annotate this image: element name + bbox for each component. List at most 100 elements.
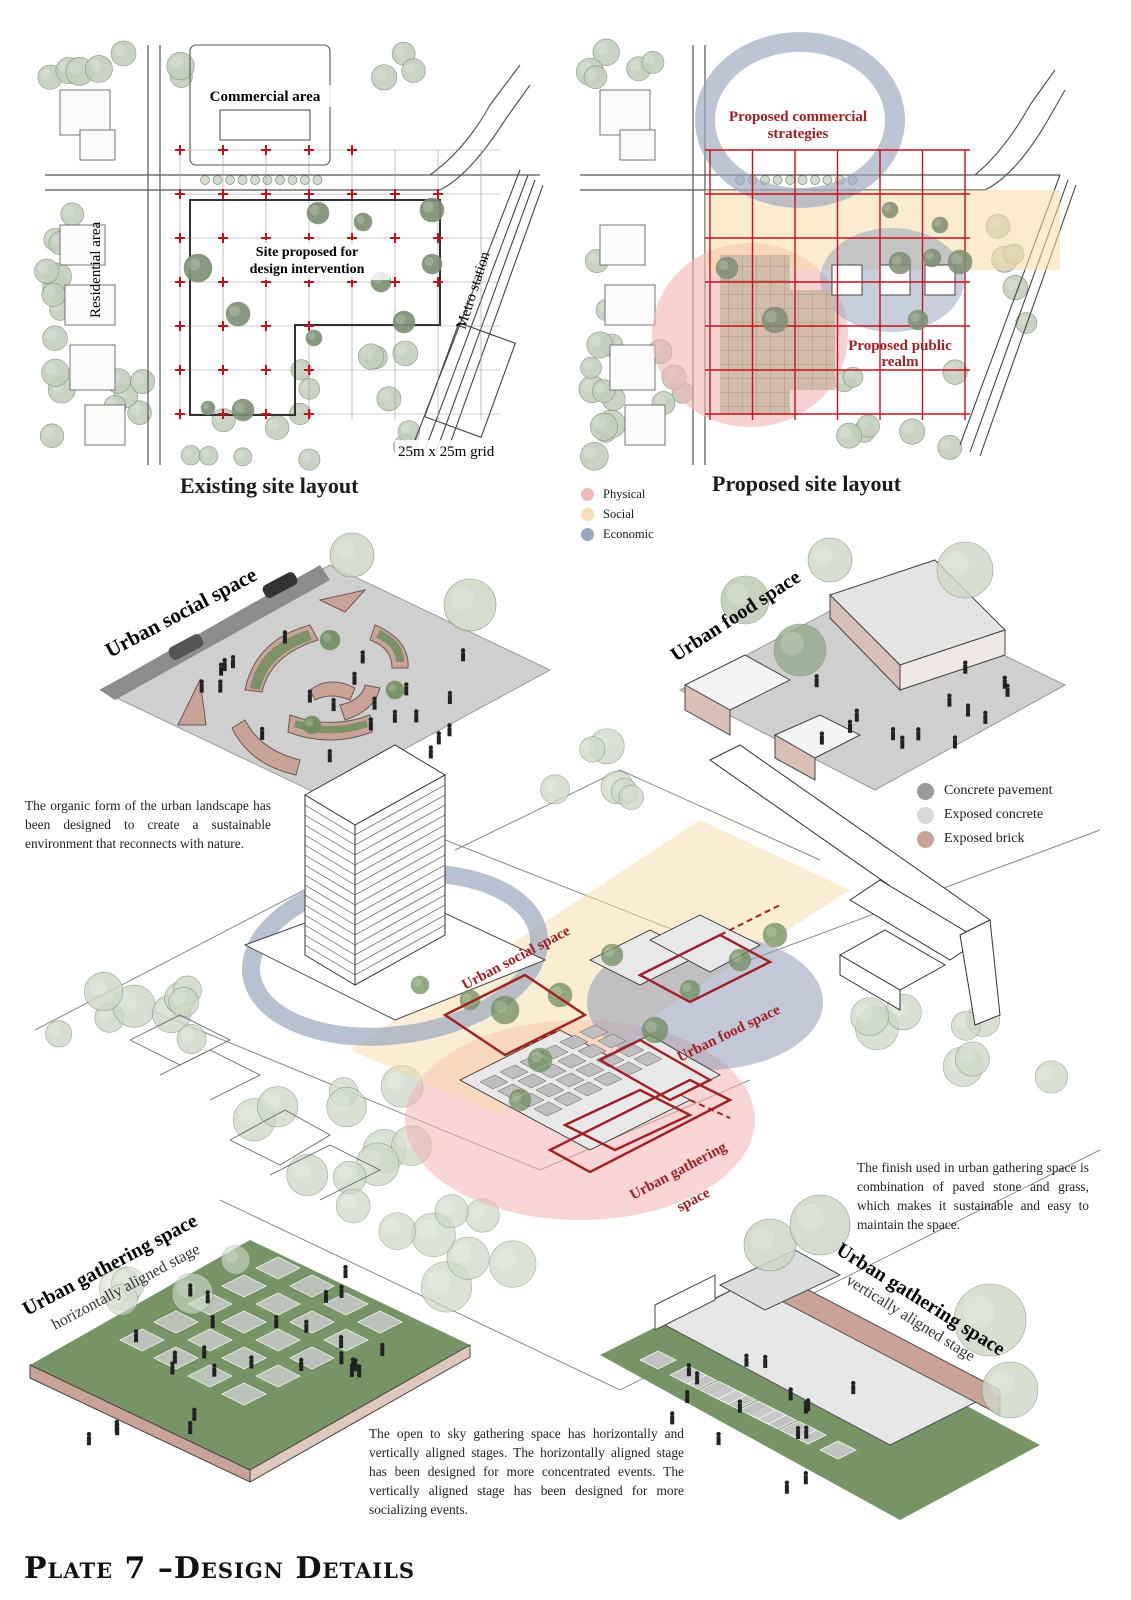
tree-icon: [326, 1086, 367, 1128]
person-icon: [210, 1314, 215, 1329]
legend-label: Physical: [603, 486, 646, 501]
person-icon: [86, 1431, 92, 1446]
tree-icon: [899, 418, 926, 445]
person-icon: [854, 708, 860, 722]
person-icon: [685, 1389, 690, 1404]
person-icon: [670, 1411, 675, 1425]
person-icon: [965, 703, 971, 717]
tree-icon: [931, 216, 949, 234]
person-icon: [784, 1480, 790, 1494]
tree-icon: [392, 340, 419, 367]
zone-social-central: [350, 820, 850, 1115]
tree-icon: [743, 1218, 797, 1272]
tree-icon: [762, 922, 788, 948]
tree-icon: [1002, 274, 1028, 301]
person-icon: [230, 655, 236, 669]
person-icon: [983, 710, 988, 724]
tree-icon: [443, 578, 497, 632]
tree-icon: [34, 258, 60, 284]
tree-icon: [937, 435, 963, 460]
tree-icon: [392, 310, 416, 334]
person-icon: [804, 1425, 809, 1439]
tree-icon: [306, 201, 330, 225]
people-food-space: [814, 660, 1010, 749]
tree-icon: [465, 1198, 500, 1233]
tree-icon: [936, 541, 994, 599]
person-icon: [716, 1431, 721, 1446]
tree-icon: [166, 51, 195, 81]
tree-icon: [419, 197, 445, 223]
frame-urban-food-space: [637, 933, 773, 1004]
person-icon: [304, 1319, 309, 1333]
person-icon: [795, 1425, 801, 1440]
tree-icon: [540, 774, 570, 805]
tree-icon: [231, 398, 255, 422]
tree-icon: [401, 58, 426, 83]
tree-icon: [761, 306, 789, 334]
tree-icon: [319, 629, 341, 651]
tree-icon: [850, 997, 890, 1036]
person-icon: [343, 1264, 348, 1279]
person-icon: [737, 1399, 743, 1413]
people-social-space: [199, 630, 466, 763]
person-icon: [447, 690, 453, 705]
tree-icon: [41, 282, 66, 307]
trees-vertical-stage: [743, 1194, 1039, 1419]
tree-icon: [715, 256, 739, 280]
person-icon: [352, 671, 357, 685]
label-site-proposed-2: design intervention: [250, 262, 365, 277]
person-icon: [274, 1314, 279, 1329]
person-icon: [212, 1363, 217, 1377]
zone-legend: Physical Social Economic: [581, 484, 654, 544]
tree-icon: [489, 1240, 537, 1288]
tree-icon: [907, 309, 929, 331]
tree-icon: [836, 422, 862, 449]
tree-icon: [39, 423, 65, 448]
tree-icon: [376, 386, 402, 412]
person-icon: [353, 1358, 358, 1372]
person-icon: [192, 1407, 197, 1421]
person-icon: [199, 679, 204, 693]
tree-icon: [981, 1361, 1039, 1419]
person-icon: [205, 1290, 210, 1304]
trees-social-space: [302, 532, 497, 735]
tree-icon: [421, 253, 443, 275]
tree-icon: [881, 201, 899, 219]
tree-icon: [335, 1188, 371, 1224]
person-icon: [299, 1357, 304, 1371]
person-icon: [170, 1361, 175, 1375]
tree-icon: [592, 379, 616, 403]
person-icon: [900, 735, 905, 749]
person-icon: [392, 709, 398, 723]
person-icon: [744, 1353, 749, 1367]
existing-layout-title: Existing site layout: [180, 473, 359, 498]
person-icon: [847, 719, 853, 733]
existing-grid-nodes: [175, 145, 443, 419]
material-label: Exposed brick: [944, 831, 1025, 846]
tree-icon: [200, 400, 216, 416]
person-icon: [803, 1470, 809, 1485]
person-icon: [338, 1335, 344, 1349]
legend-label: Social: [603, 506, 635, 521]
tree-icon: [298, 448, 321, 471]
legend-label: Economic: [603, 526, 654, 541]
tree-icon: [942, 359, 968, 385]
tree-icon: [127, 400, 152, 425]
person-icon: [372, 696, 377, 710]
tree-icon: [641, 51, 665, 74]
person-icon: [686, 1363, 692, 1377]
person-icon: [360, 650, 365, 664]
label-residential-area: Residential area: [88, 221, 104, 318]
swatch-economic: [581, 527, 594, 541]
person-icon: [218, 662, 224, 676]
person-icon: [307, 689, 313, 703]
tree-icon: [856, 414, 880, 438]
tree-icon: [592, 38, 620, 66]
tree-icon: [679, 979, 701, 1001]
tree-icon: [85, 55, 113, 83]
tree-icon: [84, 971, 124, 1012]
person-icon: [339, 1351, 344, 1365]
person-icon: [803, 1400, 809, 1414]
tree-icon: [378, 1212, 417, 1250]
proposed-site-plan: Proposed commercial strategies Proposed …: [575, 32, 1077, 471]
